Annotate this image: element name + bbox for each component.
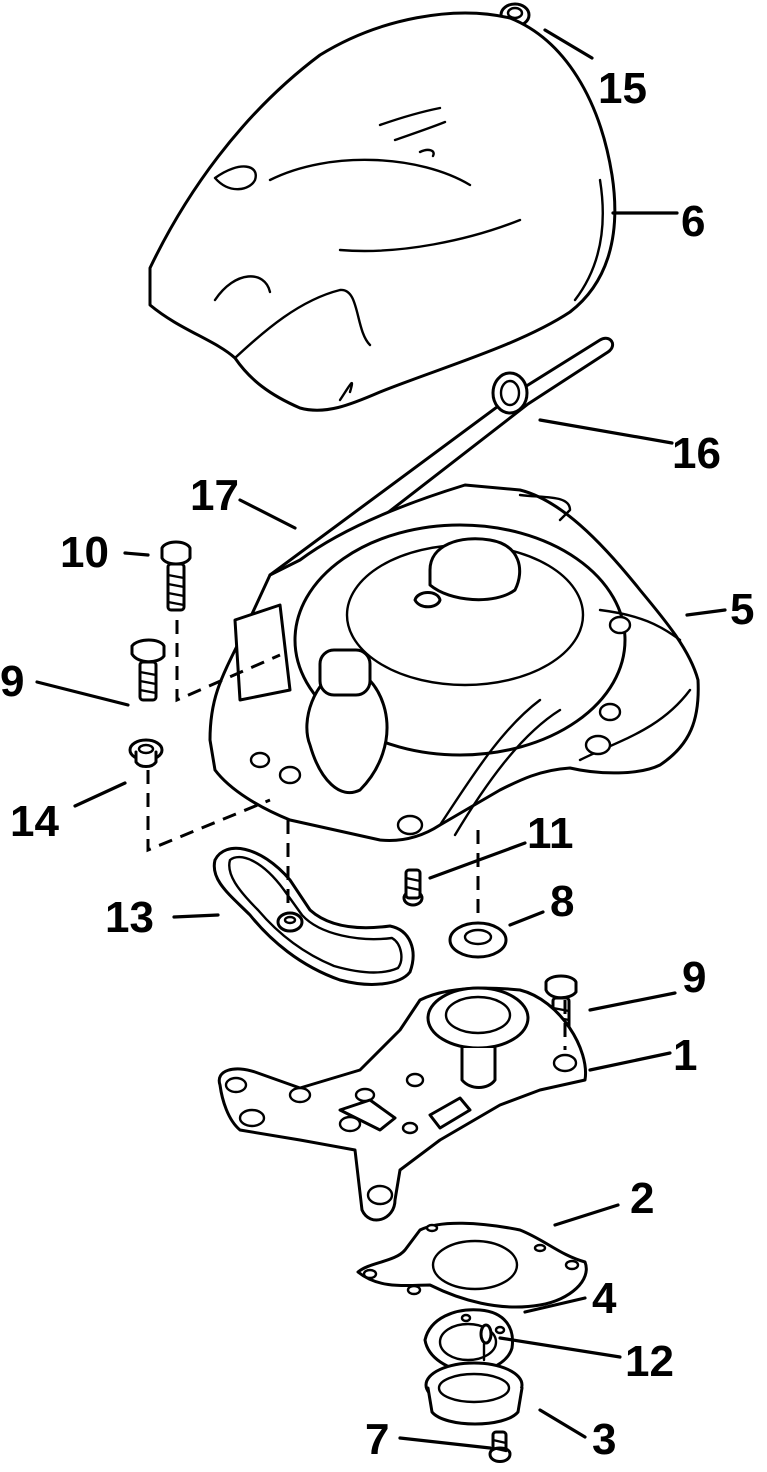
callout-15: 15: [598, 64, 647, 113]
part-14-spacer: [128, 738, 164, 768]
callout-8: 8: [550, 877, 574, 926]
part-1-base-plate: [217, 986, 588, 1222]
callout-16: 16: [672, 429, 721, 478]
callout-14: 14: [10, 797, 59, 846]
part-2-gasket: [356, 1221, 588, 1309]
callout-11: 11: [527, 809, 574, 858]
part-8-ring: [448, 921, 508, 959]
callout-10: 10: [60, 528, 109, 577]
part-5-housing: [208, 483, 700, 842]
callout-9-lower: 9: [682, 953, 706, 1002]
callout-7: 7: [365, 1415, 389, 1464]
part-13-gasket: [212, 846, 415, 986]
part-3-cup: [424, 1361, 524, 1426]
callout-1: 1: [673, 1031, 697, 1080]
part-6-cover: [148, 11, 617, 412]
assembly-dashed-lines: [146, 620, 567, 1050]
callout-labels: 15 6 16 17 10 5 9 14 11 8 13 9 1 2 4 12 …: [0, 64, 754, 1464]
callout-13: 13: [105, 893, 154, 942]
callout-12: 12: [625, 1337, 674, 1386]
part-12-pin: [479, 1323, 493, 1362]
leader-lines: [35, 28, 727, 1450]
callout-3: 3: [592, 1415, 616, 1464]
part-10-bolt: [160, 540, 192, 612]
callout-17: 17: [190, 471, 239, 520]
part-7-screw: [488, 1430, 512, 1463]
callout-5: 5: [730, 585, 754, 634]
part-9-bolt-upper: [130, 638, 166, 702]
part-11-screw: [402, 868, 424, 907]
callout-2: 2: [630, 1174, 654, 1223]
callout-4: 4: [592, 1274, 617, 1323]
callout-9-upper: 9: [0, 657, 24, 706]
callout-6: 6: [681, 197, 705, 246]
